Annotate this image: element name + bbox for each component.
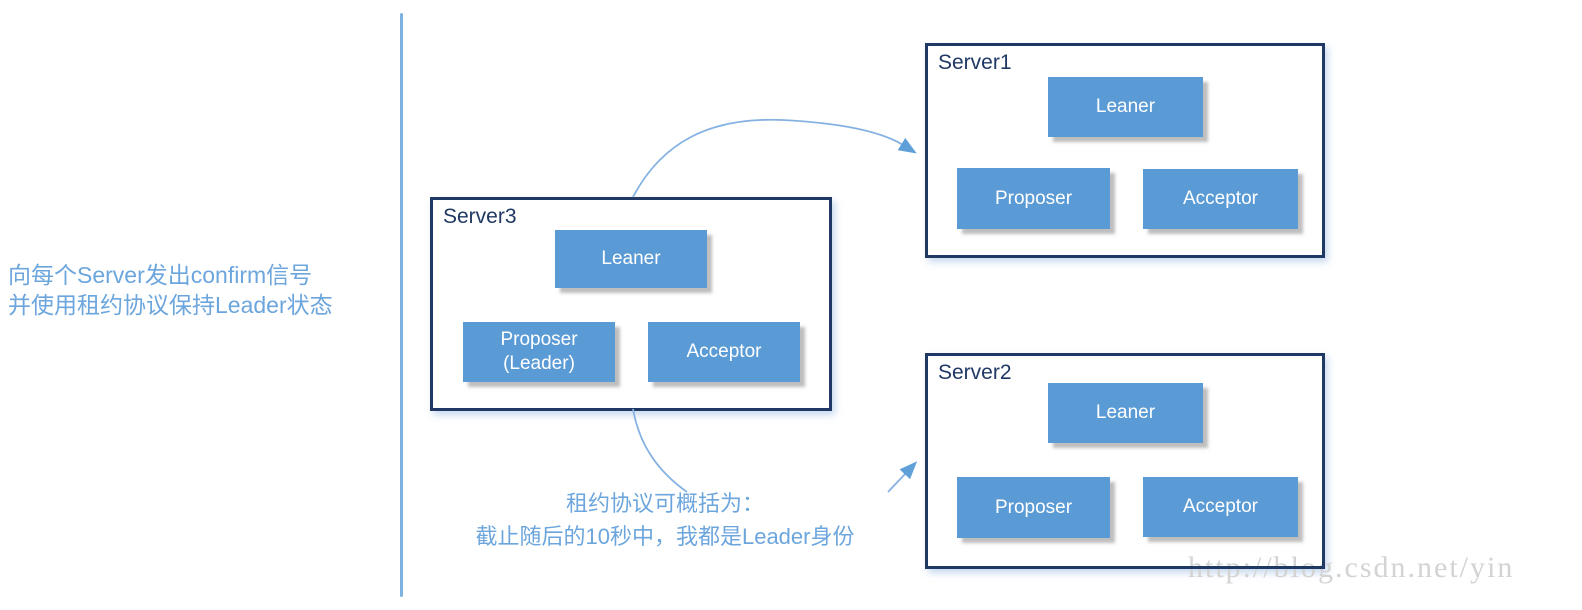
node-label: Acceptor <box>686 341 762 362</box>
server2-acceptor-node: Acceptor <box>1143 477 1298 537</box>
server1-label: Server1 <box>938 51 1012 74</box>
node-label: Leaner <box>1095 402 1156 423</box>
node-label: Acceptor <box>1183 188 1258 209</box>
divider-line <box>400 13 403 597</box>
node-label: Leaner <box>601 248 661 269</box>
server2-leaner-node: Leaner <box>1048 383 1203 443</box>
node-label: Leaner <box>1095 96 1156 117</box>
left-annotation-line1: 向每个Server发出confirm信号 <box>8 262 313 288</box>
server3-acceptor-node: Acceptor <box>648 322 800 382</box>
lease-caption: 租约协议可概括为： 截止随后的10秒中，我都是Leader身份 <box>440 487 890 553</box>
server1-acceptor-node: Acceptor <box>1143 169 1298 229</box>
server1-box: Server1 Leaner Proposer Acceptor <box>925 43 1325 258</box>
lease-caption-line1: 租约协议可概括为： <box>565 491 764 516</box>
node-label: Acceptor <box>1183 496 1258 517</box>
server2-label: Server2 <box>938 361 1012 384</box>
lease-caption-line2: 截止随后的10秒中，我都是Leader身份 <box>475 524 855 549</box>
server1-leaner-node: Leaner <box>1048 77 1203 137</box>
node-label: Proposer <box>994 496 1073 518</box>
watermark-url: http://blog.csdn.net/yin <box>1188 551 1515 584</box>
server2-box: Server2 Leaner Proposer Acceptor <box>925 353 1325 569</box>
server3-proposer-leader-node: Proposer (Leader) <box>463 322 615 382</box>
node-label: Proposer <box>500 329 578 350</box>
server2-proposer-node: Proposer <box>957 477 1110 538</box>
arrow-caption-to-server2 <box>887 461 918 493</box>
left-annotation: 向每个Server发出confirm信号 并使用租约协议保持Leader状态 <box>8 260 333 320</box>
server3-box: Server3 Leaner Proposer (Leader) Accepto… <box>430 197 832 411</box>
left-annotation-line2: 并使用租约协议保持Leader状态 <box>8 292 333 318</box>
server3-label: Server3 <box>443 205 517 228</box>
node-label: Proposer <box>994 187 1073 209</box>
connector-server3-to-caption <box>632 408 688 493</box>
node-sublabel: (Leader) <box>503 353 575 374</box>
arrow-server3-to-server1 <box>632 118 917 198</box>
server1-proposer-node: Proposer <box>957 168 1110 229</box>
server3-leaner-node: Leaner <box>555 230 707 288</box>
